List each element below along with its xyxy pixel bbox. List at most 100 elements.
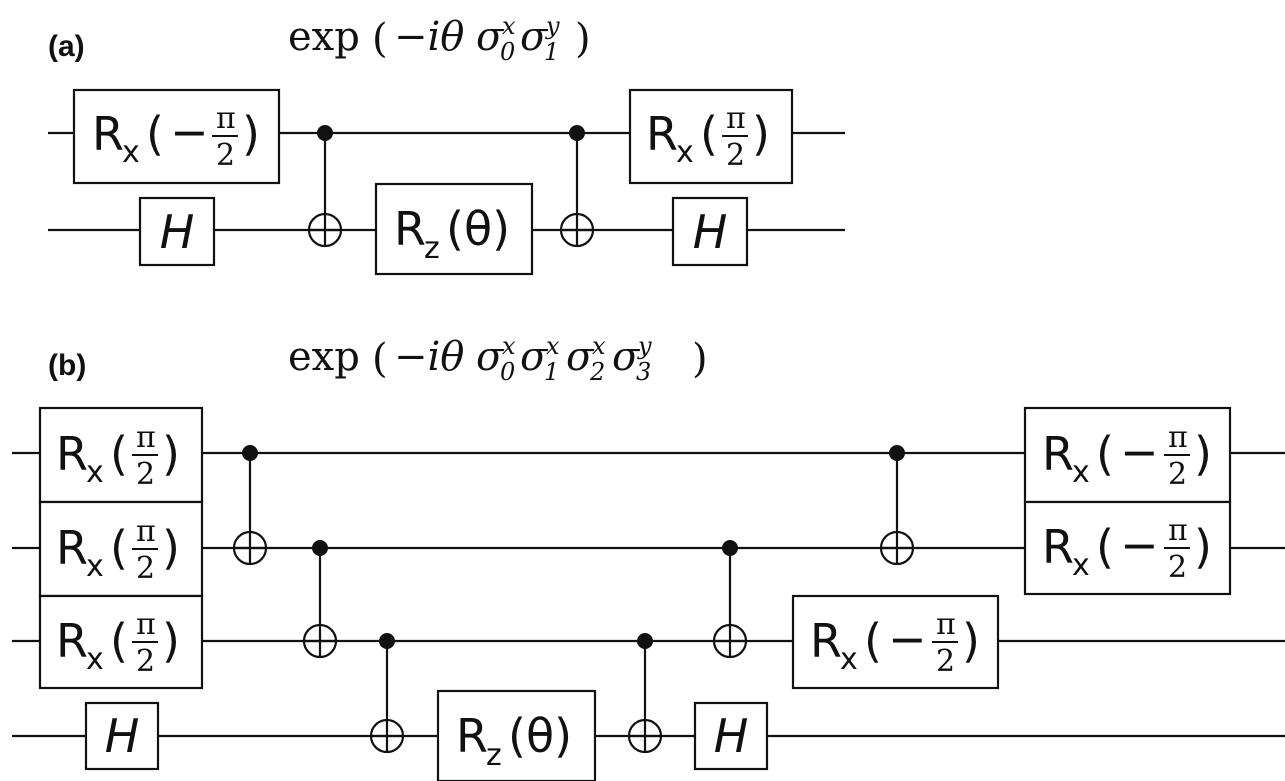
svg-text:2: 2 (589, 358, 605, 386)
svg-text:x: x (840, 642, 858, 677)
svg-text:π: π (726, 101, 746, 136)
svg-text:R: R (1042, 427, 1074, 481)
svg-text:y: y (637, 332, 652, 360)
rx-gate: R x ( − π 2 ) (72, 88, 281, 185)
cnot-gate (307, 125, 343, 248)
svg-text:π: π (136, 420, 156, 455)
svg-text:(: ( (372, 16, 388, 62)
svg-text:σ: σ (520, 14, 549, 60)
svg-text:z: z (486, 738, 502, 773)
svg-text:2: 2 (216, 138, 235, 173)
svg-text:R: R (810, 614, 842, 668)
svg-text:π: π (1168, 420, 1188, 455)
svg-text:z: z (424, 231, 440, 266)
rx-gate: R x ( π 2 ) (38, 594, 204, 690)
svg-text:R: R (92, 107, 124, 161)
svg-text:π: π (216, 101, 236, 136)
svg-text:x: x (546, 332, 560, 360)
svg-text:2: 2 (936, 644, 955, 679)
svg-text:H: H (693, 205, 728, 259)
control-dot (569, 125, 585, 141)
control-dot (379, 633, 395, 649)
svg-text:(θ): (θ) (446, 202, 510, 256)
svg-text:2: 2 (136, 644, 155, 679)
svg-text:x: x (86, 455, 104, 490)
svg-text:(: ( (700, 107, 718, 161)
svg-text:x: x (592, 332, 606, 360)
svg-text:): ) (752, 107, 770, 161)
svg-text:(: ( (110, 614, 128, 668)
svg-text:x: x (86, 642, 104, 677)
svg-text:): ) (162, 614, 180, 668)
control-dot (722, 540, 738, 556)
svg-text:x: x (676, 135, 694, 170)
svg-text:): ) (242, 107, 260, 161)
cnot-gate (232, 445, 268, 566)
svg-text:2: 2 (1168, 550, 1187, 585)
svg-text:1: 1 (544, 38, 559, 66)
control-dot (317, 125, 333, 141)
svg-text:−: − (1120, 518, 1159, 572)
svg-text:2: 2 (726, 138, 745, 173)
control-dot (637, 633, 653, 649)
svg-text:): ) (692, 336, 708, 382)
svg-text:): ) (575, 16, 591, 62)
svg-text:π: π (936, 607, 956, 642)
svg-text:R: R (56, 614, 88, 668)
svg-text:π: π (1168, 513, 1188, 548)
svg-text:): ) (162, 427, 180, 481)
svg-text:x: x (86, 549, 104, 584)
svg-text:−: − (1120, 425, 1159, 479)
hadamard-gate: H (671, 196, 749, 267)
hadamard-gate: H (138, 196, 216, 267)
svg-text:0: 0 (500, 358, 515, 386)
svg-text:x: x (122, 135, 140, 170)
cnot-gate (712, 540, 748, 659)
svg-text:−: − (170, 105, 209, 159)
svg-text:R: R (56, 427, 88, 481)
svg-text:σ: σ (476, 14, 505, 60)
svg-text:H: H (714, 709, 749, 763)
panel-b-label: (b) (48, 349, 86, 382)
rz-gate: R z (θ) (436, 689, 597, 781)
panel-b-formula: exp ( −iθ σ x 0 σ x 1 σ x 2 σ y 3 ) (288, 332, 708, 386)
svg-text:x: x (1072, 548, 1090, 583)
rx-gate: R x ( − π 2 ) (1023, 406, 1232, 504)
svg-text:exp: exp (288, 14, 360, 60)
control-dot (312, 540, 328, 556)
hadamard-gate: H (693, 701, 769, 771)
svg-text:H: H (105, 709, 140, 763)
svg-text:2: 2 (1168, 457, 1187, 492)
svg-text:R: R (646, 107, 678, 161)
svg-text:H: H (160, 205, 195, 259)
svg-text:R: R (456, 709, 488, 763)
panel-a-label: (a) (48, 30, 85, 63)
svg-text:(: ( (864, 614, 882, 668)
svg-text:1: 1 (544, 358, 559, 386)
svg-text:): ) (1194, 427, 1212, 481)
cnot-gate (559, 125, 595, 248)
svg-text:σ: σ (566, 334, 595, 380)
rx-gate: R x ( π 2 ) (628, 88, 794, 185)
svg-text:σ: σ (612, 334, 641, 380)
svg-text:(: ( (372, 336, 388, 382)
svg-text:2: 2 (136, 457, 155, 492)
hadamard-gate: H (84, 701, 160, 771)
svg-text:0: 0 (500, 38, 515, 66)
svg-text:y: y (545, 12, 560, 40)
svg-text:R: R (56, 521, 88, 575)
svg-text:): ) (1194, 520, 1212, 574)
svg-text:σ: σ (520, 334, 549, 380)
control-dot (242, 445, 258, 461)
svg-text:(θ): (θ) (508, 709, 572, 763)
panel-a-formula: exp ( −iθ σ x 0 σ y 1 ) (288, 12, 591, 66)
svg-text:(: ( (1096, 427, 1114, 481)
svg-text:σ: σ (476, 334, 505, 380)
svg-text:π: π (136, 607, 156, 642)
rx-gate: R x ( π 2 ) (38, 500, 204, 598)
cnot-gate (879, 445, 915, 566)
svg-text:x: x (1072, 455, 1090, 490)
cnot-gate (369, 633, 405, 754)
svg-text:(: ( (146, 107, 164, 161)
